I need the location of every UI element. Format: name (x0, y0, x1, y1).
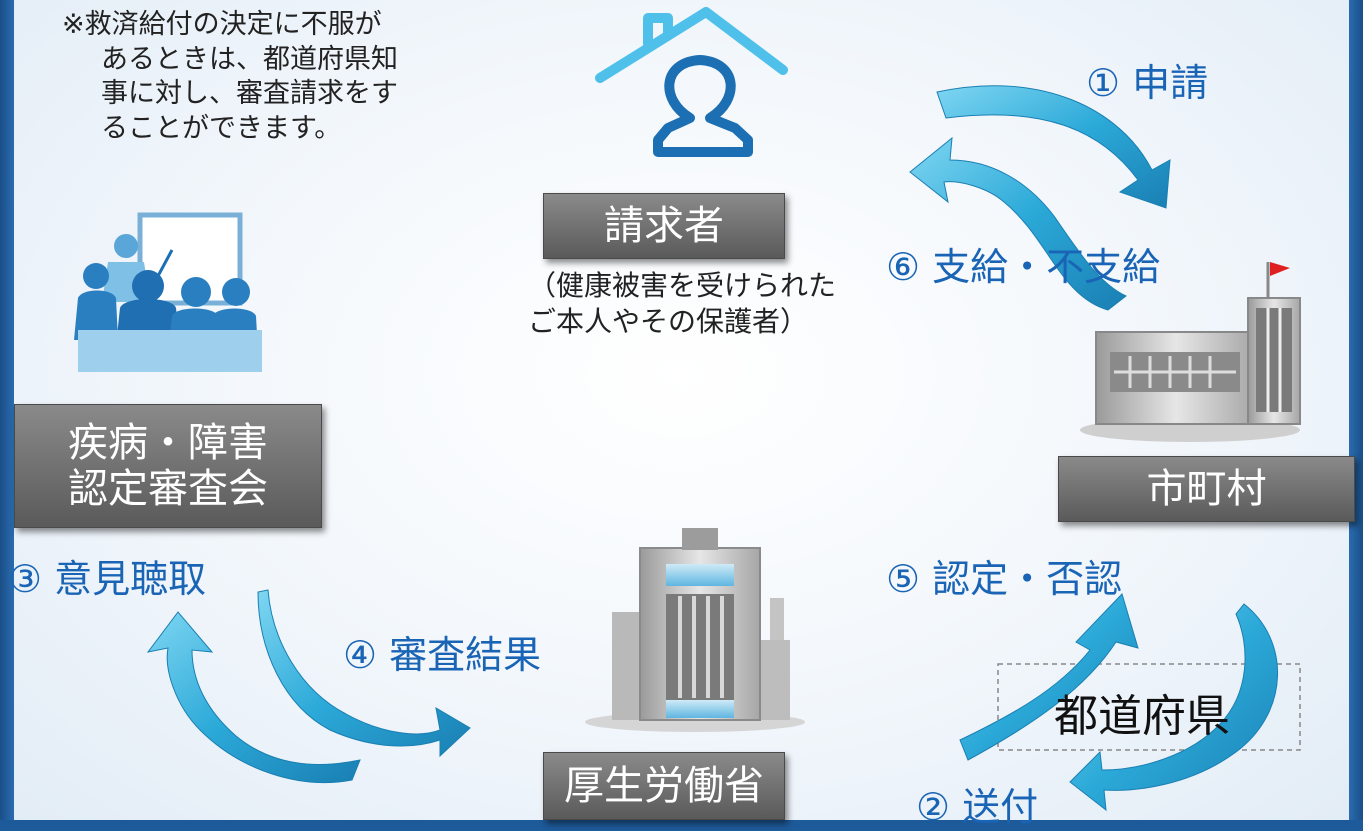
appeal-note-line-1: ※救済給付の決定に不服が (62, 9, 382, 40)
arrow-apply (936, 85, 1171, 209)
arrow-forward (1069, 603, 1279, 812)
arrow-payment-decision (909, 136, 1127, 311)
step-1-apply-label: ① 申請 (1086, 61, 1209, 105)
frame-left (0, 0, 14, 830)
arrow-review-result (257, 589, 471, 758)
council-label-line-2: 認定審査会 (68, 466, 268, 512)
meeting-icon (74, 212, 262, 372)
municipality-box: 市町村 (1058, 456, 1355, 522)
claimant-description-line-2: ご本人やその保護者） (528, 305, 809, 339)
ministry-label: 厚生労働省 (564, 763, 764, 809)
ministry-building-icon (585, 528, 805, 732)
prefecture-dashed-frame (997, 663, 1301, 751)
claimant-description: （健康被害を受けられた ご本人やその保護者） (528, 268, 836, 341)
appeal-note-line-3: 事に対し、審査請求をす (101, 78, 398, 110)
step-4-result-label: ④ 審査結果 (343, 633, 542, 677)
claimant-label: 請求者 (604, 203, 724, 249)
city-hall-icon (1080, 262, 1301, 442)
arrow-approval (959, 593, 1139, 761)
arrow-consult (146, 611, 361, 783)
step-5-approval-label: ⑤ 認定・否認 (886, 557, 1123, 601)
appeal-note-line-4: ることができます。 (101, 112, 342, 144)
council-box: 疾病・障害 認定審査会 (14, 404, 322, 528)
home-user-icon (595, 7, 788, 157)
prefecture-label: 都道府県 (1054, 691, 1230, 742)
municipality-label: 市町村 (1146, 466, 1267, 512)
step-3-consult-label: ③ 意見聴取 (8, 557, 207, 601)
council-label-line-1: 疾病・障害 (68, 420, 268, 466)
frame-bottom (0, 820, 1363, 830)
step-6-payment-label: ⑥ 支給・不支給 (886, 245, 1161, 289)
appeal-note: ※救済給付の決定に不服が あるときは、都道府県知 事に対し、審査請求をす ること… (62, 8, 398, 146)
appeal-note-line-2: あるときは、都道府県知 (101, 43, 398, 75)
step-2-forward-label: ② 送付 (916, 785, 1039, 829)
ministry-box: 厚生労働省 (543, 752, 785, 820)
claimant-description-line-1: （健康被害を受けられた (528, 269, 837, 302)
frame-right (1349, 0, 1363, 830)
claimant-box: 請求者 (543, 193, 785, 259)
